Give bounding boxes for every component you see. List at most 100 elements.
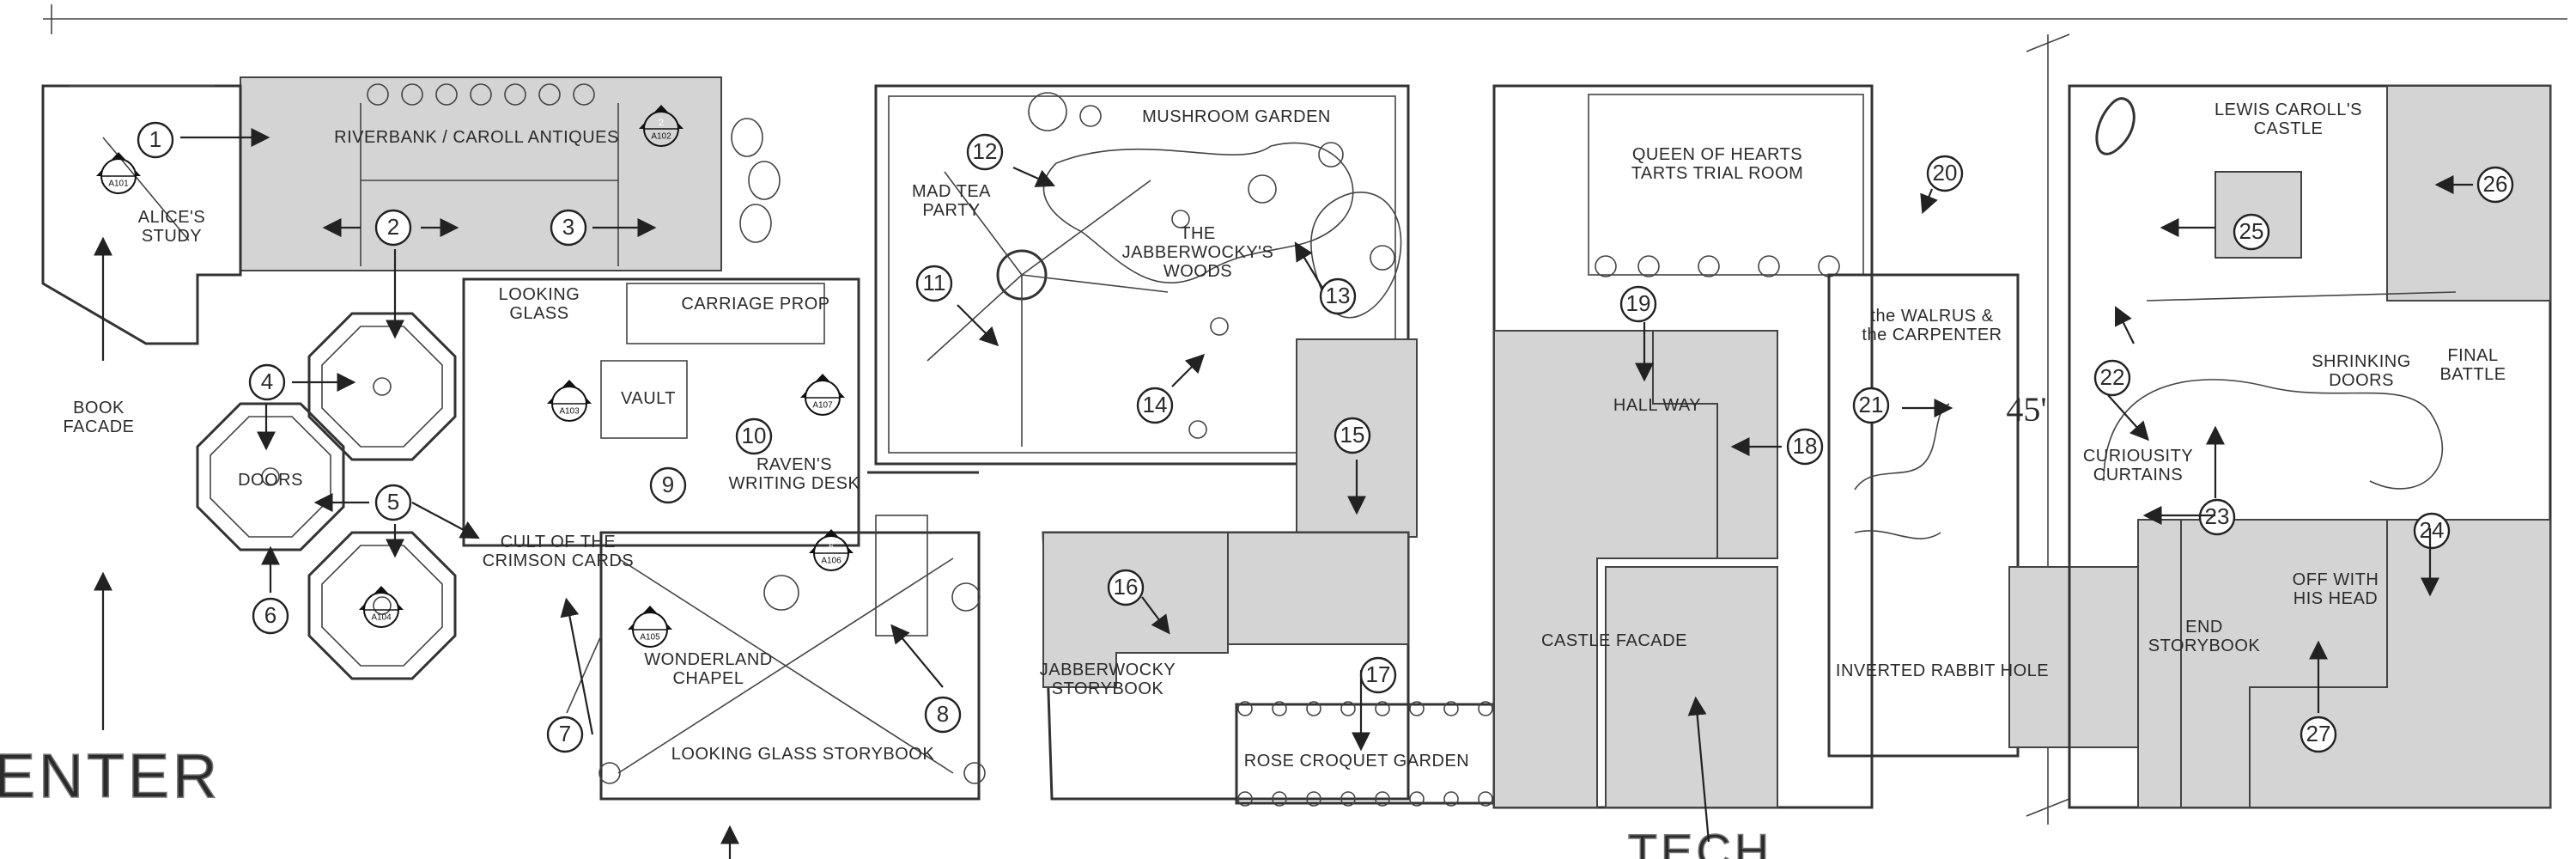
- svg-text:7: 7: [820, 387, 825, 397]
- tech-label: TECH: [1628, 824, 1772, 859]
- marker-27: 27: [2300, 716, 2337, 753]
- svg-text:13: 13: [1326, 283, 1351, 308]
- zone-chapel: [462, 277, 986, 801]
- svg-text:22: 22: [2100, 364, 2125, 390]
- room-label-carriage-prop: CARRIAGE PROP: [681, 295, 829, 314]
- room-label-riverbank: RIVERBANK / CAROLL ANTIQUES: [334, 128, 619, 147]
- svg-text:18: 18: [1793, 433, 1818, 459]
- marker-7: 7: [546, 716, 584, 753]
- svg-text:4: 4: [261, 369, 273, 394]
- dimension-label: 45': [2006, 390, 2046, 429]
- svg-text:17: 17: [1366, 661, 1391, 687]
- svg-text:27: 27: [2306, 721, 2331, 746]
- svg-text:3: 3: [562, 214, 574, 240]
- svg-text:2: 2: [659, 118, 664, 128]
- room-label-mushroom-garden: MUSHROOM GARDEN: [1142, 107, 1331, 126]
- svg-text:A106: A106: [821, 557, 841, 566]
- marker-8: 8: [924, 696, 962, 734]
- room-label-rose-croquet-garden: ROSE CROQUET GARDEN: [1244, 752, 1470, 771]
- marker-22: 22: [2093, 359, 2131, 397]
- svg-text:10: 10: [742, 423, 767, 448]
- zone-queen-of-hearts: [1492, 84, 1874, 809]
- svg-text:5: 5: [647, 618, 653, 629]
- room-label-vault: VAULT: [621, 389, 676, 408]
- marker-26: 26: [2476, 166, 2514, 204]
- room-label-looking-glass-storybook: LOOKING GLASS STORYBOOK: [671, 745, 935, 764]
- zone-riverbank: [41, 76, 781, 361]
- svg-text:21: 21: [1859, 392, 1884, 417]
- svg-text:16: 16: [1114, 574, 1139, 600]
- marker-13: 13: [1319, 277, 1357, 315]
- zone-walrus: [1827, 273, 2139, 758]
- marker-19: 19: [1619, 285, 1657, 323]
- marker-21: 21: [1852, 387, 1890, 424]
- svg-text:A101: A101: [108, 180, 129, 189]
- svg-text:A104: A104: [371, 613, 392, 623]
- svg-text:4: 4: [379, 599, 384, 609]
- room-label-doors: DOORS: [238, 471, 303, 490]
- svg-text:A103: A103: [559, 407, 580, 417]
- marker-14: 14: [1136, 387, 1174, 424]
- marker-16: 16: [1107, 569, 1145, 606]
- svg-text:2: 2: [387, 214, 399, 240]
- marker-12: 12: [966, 133, 1004, 171]
- zone-doors: [94, 312, 457, 730]
- marker-3: 3: [550, 209, 587, 247]
- svg-text:3: 3: [567, 393, 572, 403]
- marker-24: 24: [2413, 512, 2451, 550]
- marker-20: 20: [1926, 155, 1964, 192]
- room-label-inverted-rabbit-hole: INVERTED RABBIT HOLE: [1836, 661, 2049, 680]
- svg-text:1: 1: [116, 165, 121, 175]
- marker-18: 18: [1786, 428, 1824, 466]
- svg-text:20: 20: [1933, 160, 1958, 186]
- svg-text:24: 24: [2420, 517, 2445, 543]
- marker-10: 10: [735, 417, 773, 455]
- marker-25: 25: [2233, 213, 2270, 251]
- marker-1: 1: [137, 121, 174, 159]
- svg-text:15: 15: [1340, 422, 1365, 448]
- room-label-castle-facade: CASTLE FACADE: [1541, 631, 1687, 650]
- svg-text:14: 14: [1143, 392, 1168, 417]
- room-label-walrus-carpenter: the WALRUS &the CARPENTER: [1862, 307, 2002, 344]
- zone-castle: [2068, 84, 2552, 809]
- svg-text:5: 5: [387, 489, 399, 515]
- marker-5: 5: [374, 484, 412, 521]
- svg-text:A102: A102: [651, 132, 671, 142]
- marker-6: 6: [252, 597, 289, 635]
- riverbank-room: [240, 76, 722, 271]
- zone-croquet: [1042, 531, 1513, 807]
- svg-text:A105: A105: [640, 633, 660, 643]
- svg-text:6: 6: [264, 602, 276, 628]
- svg-text:1: 1: [149, 126, 161, 152]
- svg-text:9: 9: [662, 472, 674, 497]
- svg-text:8: 8: [937, 701, 949, 727]
- alices-study-room: [41, 84, 242, 345]
- marker-23: 23: [2198, 498, 2236, 536]
- marker-11: 11: [915, 265, 953, 302]
- svg-text:A107: A107: [812, 401, 833, 411]
- enter-label: ENTER: [0, 742, 221, 811]
